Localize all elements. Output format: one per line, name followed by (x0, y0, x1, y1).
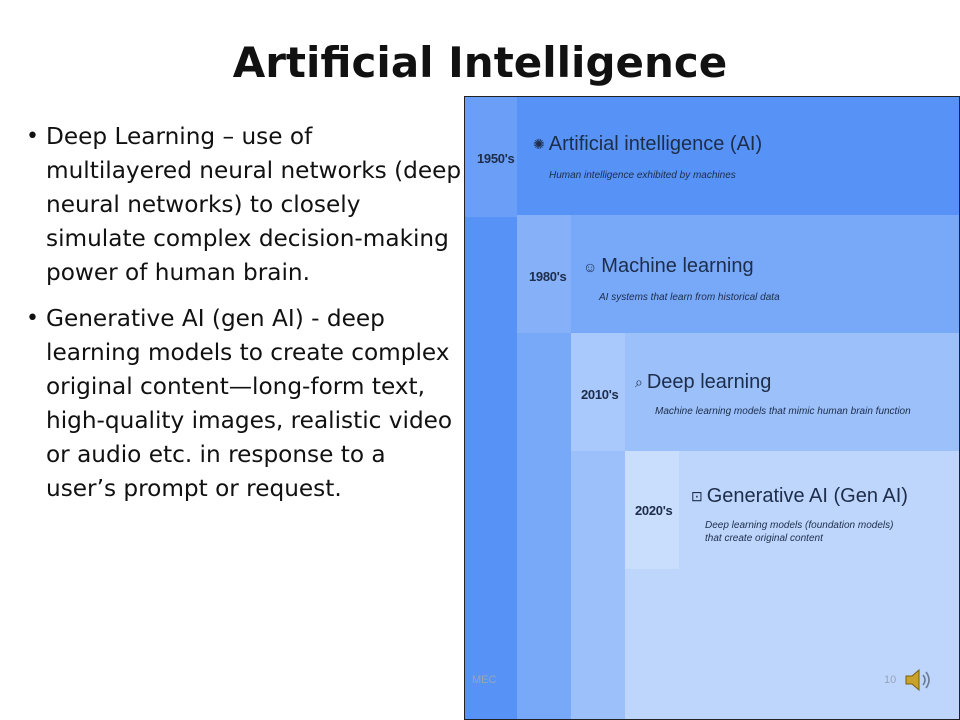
era-2020s: 2020's (635, 503, 673, 518)
brain-icon: ✺ (533, 136, 545, 153)
bullet-text: Generative AI (gen AI) - deep learning m… (46, 305, 453, 502)
title-genai: ⊡Generative AI (Gen AI) (691, 485, 908, 508)
desc-dl: Machine learning models that mimic human… (655, 406, 911, 417)
title-ml: ☺Machine learning (583, 255, 754, 278)
title-dl: ⌕Deep learning (635, 371, 771, 394)
search-icon: ⌕ (635, 374, 643, 391)
era-2010s: 2010's (581, 387, 619, 402)
desc-genai: Deep learning models (foundation models)… (705, 520, 894, 544)
bullet-text: Deep Learning – use of multilayered neur… (46, 123, 462, 286)
footer-label: MEC (472, 674, 497, 686)
bullet-deep-learning: • Deep Learning – use of multilayered ne… (22, 120, 462, 290)
title-genai-text: Generative AI (Gen AI) (706, 485, 908, 507)
bullet-icon: • (26, 124, 39, 149)
title-ai-text: Artificial intelligence (AI) (548, 133, 763, 155)
bullet-generative-ai: • Generative AI (gen AI) - deep learning… (22, 302, 462, 506)
band-dl-era-strip (571, 333, 625, 451)
band-ai-era-strip (465, 97, 517, 217)
desc-ai: Human intelligence exhibited by machines (549, 170, 736, 181)
band-genai (625, 451, 959, 719)
band-genai-era-strip (625, 451, 679, 569)
desc-ml: AI systems that learn from historical da… (599, 292, 780, 303)
title-ml-text: Machine learning (601, 255, 754, 277)
bullet-list: • Deep Learning – use of multilayered ne… (22, 120, 462, 518)
ai-hierarchy-diagram: 1950's ✺Artificial intelligence (AI) Hum… (464, 96, 960, 720)
band-ml-era-strip (517, 215, 571, 333)
ai-sparkle-icon: ⊡ (691, 488, 703, 505)
slide-title: Artificial Intelligence (232, 38, 728, 87)
era-1950s: 1950's (477, 151, 515, 166)
title-ai: ✺Artificial intelligence (AI) (533, 133, 762, 156)
title-dl-text: Deep learning (646, 371, 772, 393)
speaker-icon[interactable] (904, 668, 934, 692)
robot-icon: ☺ (583, 258, 598, 275)
bullet-icon: • (26, 306, 39, 331)
era-1980s: 1980's (529, 269, 567, 284)
page-number: 10 (884, 674, 897, 686)
